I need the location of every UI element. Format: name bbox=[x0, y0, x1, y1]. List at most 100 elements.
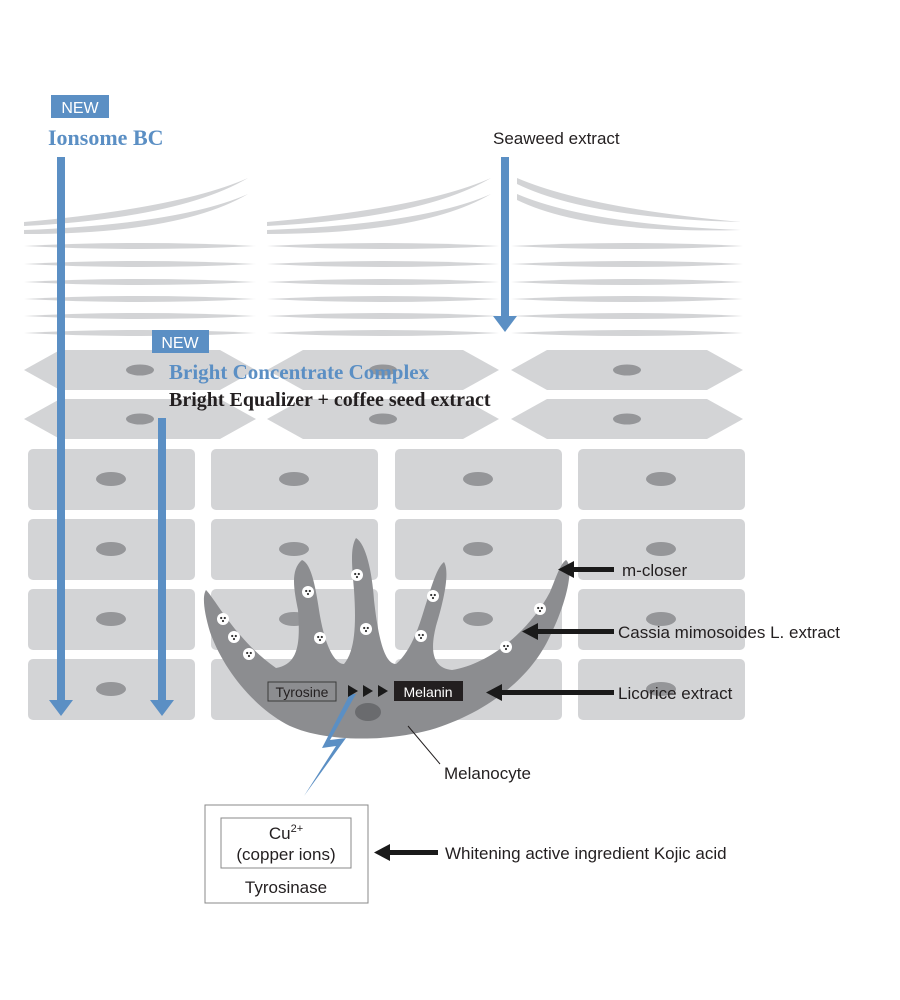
melanosome-granule bbox=[231, 634, 234, 638]
cell-nucleus bbox=[646, 542, 676, 556]
corneum-flake bbox=[24, 261, 256, 267]
melanosome-granule bbox=[220, 616, 223, 620]
melanosome-granule bbox=[317, 635, 320, 639]
cell-nucleus bbox=[369, 413, 397, 425]
seaweed-label: Seaweed extract bbox=[493, 129, 620, 148]
new-badge bbox=[152, 330, 209, 353]
melanosome-granule bbox=[247, 654, 251, 658]
melanosome-granule bbox=[506, 644, 509, 648]
granular-layer bbox=[24, 350, 743, 439]
black-left-arrow-icon bbox=[486, 684, 614, 701]
melanin-box bbox=[394, 681, 463, 701]
melanosome-granule bbox=[540, 606, 543, 610]
melanosome-granule bbox=[223, 616, 226, 620]
melanosome-granule bbox=[232, 637, 236, 641]
copper-ions-box bbox=[220, 817, 352, 869]
melanosome-granule bbox=[421, 633, 424, 637]
melanosome-granule bbox=[503, 644, 506, 648]
bright-complex-subtitle: Bright Equalizer + coffee seed extract bbox=[169, 389, 491, 411]
melanosome-dot-icon bbox=[228, 631, 240, 643]
melanosome-dot-icon bbox=[427, 590, 439, 602]
blue-lightning-bolt-icon bbox=[304, 694, 356, 796]
melanocyte-leader-line bbox=[407, 725, 441, 765]
cell-nucleus bbox=[613, 413, 641, 425]
melanosome-granule bbox=[418, 633, 421, 637]
corneum-flake bbox=[24, 243, 256, 249]
bright-complex-title: Bright Concentrate Complex bbox=[169, 360, 430, 384]
corneum-flake bbox=[24, 194, 248, 234]
melanosome-granule bbox=[221, 619, 225, 623]
melanosome-dot-icon bbox=[500, 641, 512, 653]
new-badge bbox=[51, 95, 109, 118]
melanosome-granule bbox=[538, 609, 542, 613]
black-left-arrow-icon bbox=[558, 561, 614, 578]
melanosome-granule bbox=[249, 651, 252, 655]
melanosomes bbox=[217, 569, 546, 660]
corneum-flake bbox=[24, 296, 256, 302]
cell-nucleus bbox=[126, 364, 154, 376]
basal-layer bbox=[28, 449, 745, 720]
cell-nucleus bbox=[126, 413, 154, 425]
copper-ions-label: (copper ions) bbox=[236, 845, 335, 864]
blue-down-arrow-icon bbox=[150, 418, 174, 716]
cell-nucleus bbox=[646, 612, 676, 626]
corneum-flake bbox=[267, 296, 499, 302]
corneum-flake bbox=[517, 178, 741, 222]
copper-label: Cu2+ bbox=[269, 823, 303, 843]
melanocyte-label: Melanocyte bbox=[444, 764, 531, 783]
cell-nucleus bbox=[279, 542, 309, 556]
melanosome-granule bbox=[357, 572, 360, 576]
corneum-flake bbox=[267, 330, 499, 336]
black-left-arrow-icon bbox=[522, 623, 614, 640]
kojic-label: Whitening active ingredient Kojic acid bbox=[445, 844, 727, 863]
corneum-flake bbox=[511, 296, 743, 302]
corneum-flake bbox=[267, 243, 499, 249]
melanosome-dot-icon bbox=[415, 630, 427, 642]
corneum-flake bbox=[511, 261, 743, 267]
corneum-flake bbox=[511, 243, 743, 249]
stratum-corneum bbox=[24, 178, 743, 336]
cell-nucleus bbox=[646, 472, 676, 486]
corneum-flake bbox=[267, 261, 499, 267]
melanosome-dot-icon bbox=[243, 648, 255, 660]
melanosome-granule bbox=[419, 636, 423, 640]
melanosome-dot-icon bbox=[360, 623, 372, 635]
cu-superscript: 2+ bbox=[291, 823, 304, 835]
melanosome-dot-icon bbox=[217, 613, 229, 625]
melanosome-granule bbox=[537, 606, 540, 610]
melanosome-granule bbox=[318, 638, 322, 642]
melanosome-granule bbox=[364, 629, 368, 633]
tyrosine-label: Tyrosine bbox=[276, 684, 329, 700]
black-left-arrow-icon bbox=[374, 844, 438, 861]
cell-nucleus bbox=[279, 472, 309, 486]
corneum-flake bbox=[267, 194, 491, 234]
melanosome-dot-icon bbox=[351, 569, 363, 581]
cell-nucleus bbox=[96, 472, 126, 486]
melanosome-granule bbox=[305, 589, 308, 593]
cassia-label: Cassia mimosoides L. extract bbox=[618, 623, 840, 642]
cell-nucleus bbox=[96, 682, 126, 696]
corneum-flake bbox=[24, 313, 256, 319]
corneum-flake bbox=[511, 313, 743, 319]
melanosome-granule bbox=[430, 593, 433, 597]
cell-nucleus bbox=[613, 364, 641, 376]
blue-down-arrow-icon bbox=[49, 157, 73, 716]
cell-nucleus bbox=[96, 612, 126, 626]
cu-base: Cu bbox=[269, 824, 291, 843]
cell-nucleus bbox=[369, 364, 397, 376]
melanosome-granule bbox=[234, 634, 237, 638]
cell-nucleus bbox=[96, 542, 126, 556]
corneum-flake bbox=[24, 178, 248, 226]
melanosome-dot-icon bbox=[302, 586, 314, 598]
melanin-label: Melanin bbox=[403, 684, 452, 700]
corneum-flake bbox=[517, 194, 741, 231]
corneum-flake bbox=[24, 279, 256, 285]
melanocyte-cell bbox=[203, 538, 570, 739]
melanosome-granule bbox=[431, 596, 435, 600]
cell-nucleus bbox=[463, 612, 493, 626]
corneum-flake bbox=[511, 330, 743, 336]
melanocyte-nucleus bbox=[355, 703, 381, 721]
new-badge-text: NEW bbox=[61, 100, 99, 117]
